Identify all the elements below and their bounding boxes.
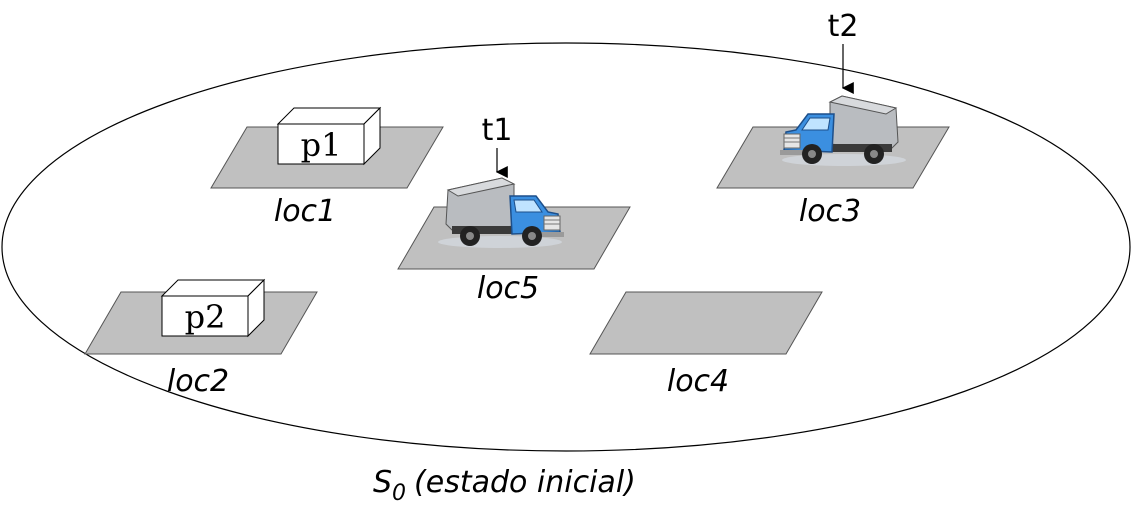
location-label-loc5: loc5 <box>477 271 539 306</box>
truck-label-t1: t1 <box>482 113 513 148</box>
package-label-p2: p2 <box>185 298 226 336</box>
truck-label-t2: t2 <box>828 9 859 44</box>
package-p2: p2 <box>160 278 266 338</box>
caption-subscript: 0 <box>392 481 406 506</box>
package-label-p1: p1 <box>301 126 342 164</box>
location-label-loc1: loc1 <box>274 194 336 229</box>
location-label-loc4: loc4 <box>667 364 729 399</box>
caption-text: (estado inicial) <box>414 465 636 500</box>
truck-t2: t2 <box>779 9 907 167</box>
loc4-tile <box>589 291 823 355</box>
location-label-loc2: loc2 <box>167 364 229 399</box>
caption-symbol: S <box>373 465 392 500</box>
package-p1: p1 <box>276 106 382 166</box>
location-label-loc3: loc3 <box>799 194 861 229</box>
state-caption: S0 (estado inicial) <box>373 465 636 506</box>
state-boundary <box>1 42 1131 452</box>
truck-t1: t1 <box>437 113 565 249</box>
